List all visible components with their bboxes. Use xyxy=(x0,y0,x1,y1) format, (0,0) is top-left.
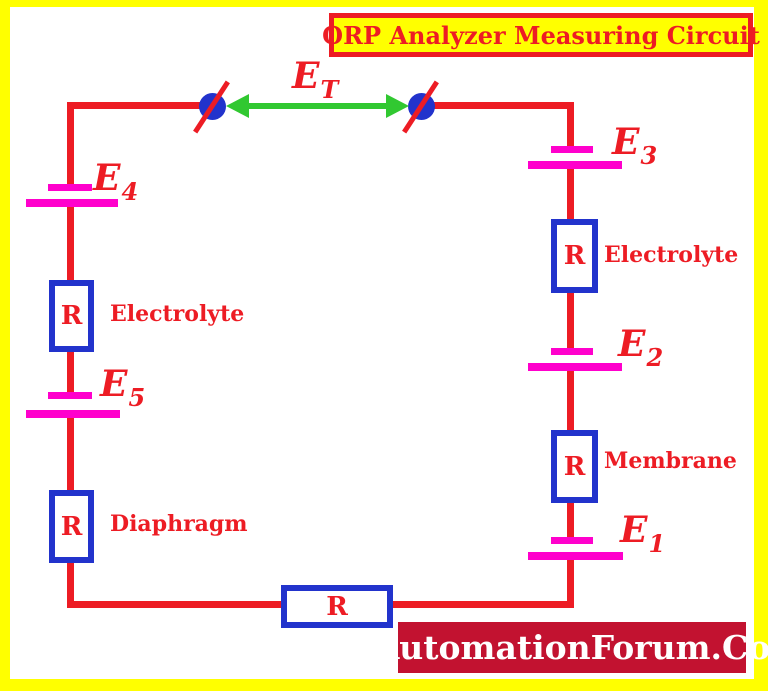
caption-right-membrane: Membrane xyxy=(604,448,737,474)
battery-e2-short-plate xyxy=(551,348,593,355)
label-et: ET xyxy=(292,55,338,102)
label-e5: E5 xyxy=(100,363,145,410)
label-e3-main: E xyxy=(612,121,640,163)
arrow-shaft xyxy=(245,103,389,109)
wire-left-v4 xyxy=(67,417,74,492)
wire-right-v1 xyxy=(567,102,574,146)
resistor-right-electrolyte: R xyxy=(551,219,598,293)
label-e1-main: E xyxy=(620,509,648,551)
battery-e1-short-plate xyxy=(551,537,593,544)
label-et-sub: T xyxy=(320,75,339,104)
brand-banner-text: AutomationForum.Co xyxy=(373,628,768,667)
wire-left-v3 xyxy=(67,352,74,394)
label-e2: E2 xyxy=(618,323,663,370)
label-e1-sub: 1 xyxy=(648,529,666,558)
brand-banner: AutomationForum.Co xyxy=(374,622,768,673)
label-e5-main: E xyxy=(100,363,128,405)
battery-e5-long-plate xyxy=(26,410,120,418)
wire-left-v2 xyxy=(67,207,74,282)
label-e4-sub: 4 xyxy=(121,177,139,206)
label-e2-main: E xyxy=(618,323,646,365)
wire-right-v6 xyxy=(567,560,574,608)
wire-top-left xyxy=(67,102,213,109)
wire-left-v5 xyxy=(67,563,74,608)
label-e3-sub: 3 xyxy=(640,141,658,170)
caption-left-electrolyte: Electrolyte xyxy=(110,301,245,327)
resistor-letter: R xyxy=(563,451,586,482)
resistor-letter: R xyxy=(60,301,83,331)
wire-bottom-right xyxy=(391,601,574,608)
battery-e4-long-plate xyxy=(26,199,118,207)
battery-e2-long-plate xyxy=(528,363,622,371)
wire-right-v4 xyxy=(567,371,574,430)
arrow-head-right-icon xyxy=(386,94,409,118)
resistor-left-diaphragm: R xyxy=(49,490,94,563)
label-e1: E1 xyxy=(620,509,665,556)
wire-right-v2 xyxy=(567,169,574,219)
battery-e4-short-plate xyxy=(48,184,92,191)
diagram-canvas xyxy=(10,7,754,679)
label-et-main: E xyxy=(292,55,320,97)
label-e4-main: E xyxy=(93,157,121,199)
battery-e5-short-plate xyxy=(48,392,92,399)
battery-e1-long-plate xyxy=(528,552,623,560)
caption-left-diaphragm: Diaphragm xyxy=(110,511,248,537)
caption-right-electrolyte: Electrolyte xyxy=(604,242,739,268)
label-e3: E3 xyxy=(612,121,657,168)
wire-right-v3 xyxy=(567,293,574,348)
diagram-title: ORP Analyzer Measuring Circuit xyxy=(322,20,760,50)
resistor-left-electrolyte: R xyxy=(49,280,94,352)
resistor-letter: R xyxy=(60,511,83,542)
wire-left-v1 xyxy=(67,102,74,184)
wire-bottom-left xyxy=(67,601,283,608)
resistor-letter: R xyxy=(326,591,348,622)
label-e2-sub: 2 xyxy=(646,343,664,372)
wire-top-right xyxy=(418,102,574,109)
label-e5-sub: 5 xyxy=(128,383,146,412)
resistor-letter: R xyxy=(563,241,586,271)
battery-e3-short-plate xyxy=(551,146,593,153)
battery-e3-long-plate xyxy=(528,161,622,169)
wire-right-v5 xyxy=(567,503,574,537)
title-box: ORP Analyzer Measuring Circuit xyxy=(322,13,760,57)
arrow-head-left-icon xyxy=(226,94,249,118)
resistor-right-membrane: R xyxy=(551,430,598,503)
resistor-bottom: R xyxy=(281,585,393,628)
label-e4: E4 xyxy=(93,157,138,204)
